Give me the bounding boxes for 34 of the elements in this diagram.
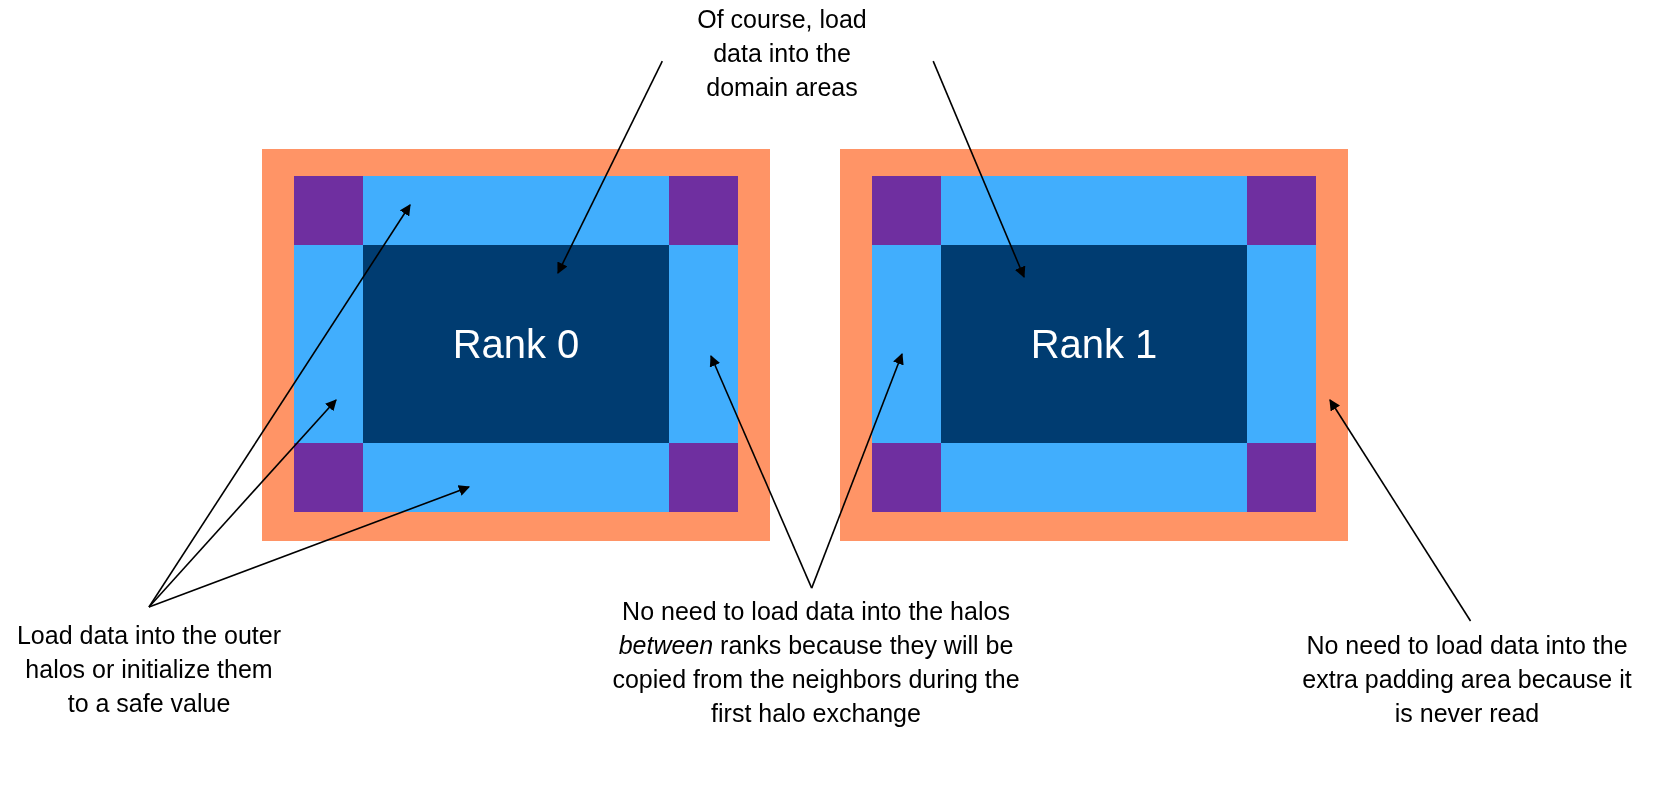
corner-halo xyxy=(294,443,363,512)
corner-halo xyxy=(669,176,738,245)
halo-region xyxy=(941,443,1247,512)
halo-region xyxy=(363,176,669,245)
rank-label: Rank 0 xyxy=(452,321,580,367)
domain-area xyxy=(941,245,1247,443)
corner-halo xyxy=(669,443,738,512)
corner-halo xyxy=(1247,176,1316,245)
annotation-text: Load data into the outer halos or initialize them to a safe value xyxy=(14,618,284,788)
corner-halo xyxy=(872,443,941,512)
rank-label: Rank 1 xyxy=(1030,321,1158,367)
leader-arrow xyxy=(148,399,337,608)
corner-halo xyxy=(1247,443,1316,512)
corner-halo xyxy=(294,176,363,245)
leader-arrow xyxy=(709,354,813,589)
halo-region xyxy=(872,245,941,443)
corner-halo xyxy=(872,176,941,245)
padding-area xyxy=(840,149,1348,541)
leader-arrow xyxy=(1329,399,1472,622)
leader-arrow xyxy=(148,485,471,608)
halo-region xyxy=(941,176,1247,245)
leader-arrow xyxy=(148,204,411,608)
halo-region xyxy=(294,245,363,443)
padding-area xyxy=(262,149,770,541)
leader-arrow xyxy=(810,352,904,589)
annotation-text: No need to load data into the halos between ranks because they will be copied from the neighbors during the first halo exchange xyxy=(600,594,1032,790)
halo-region xyxy=(363,443,669,512)
leader-arrow xyxy=(932,60,1026,279)
annotation-text: Of course, load data into the domain areas xyxy=(677,2,887,118)
halo-region xyxy=(669,245,738,443)
domain-area xyxy=(363,245,669,443)
leader-arrow xyxy=(557,60,664,274)
halo-region xyxy=(1247,245,1316,443)
annotation-text: No need to load data into the extra padding area because it is never read xyxy=(1290,628,1644,738)
